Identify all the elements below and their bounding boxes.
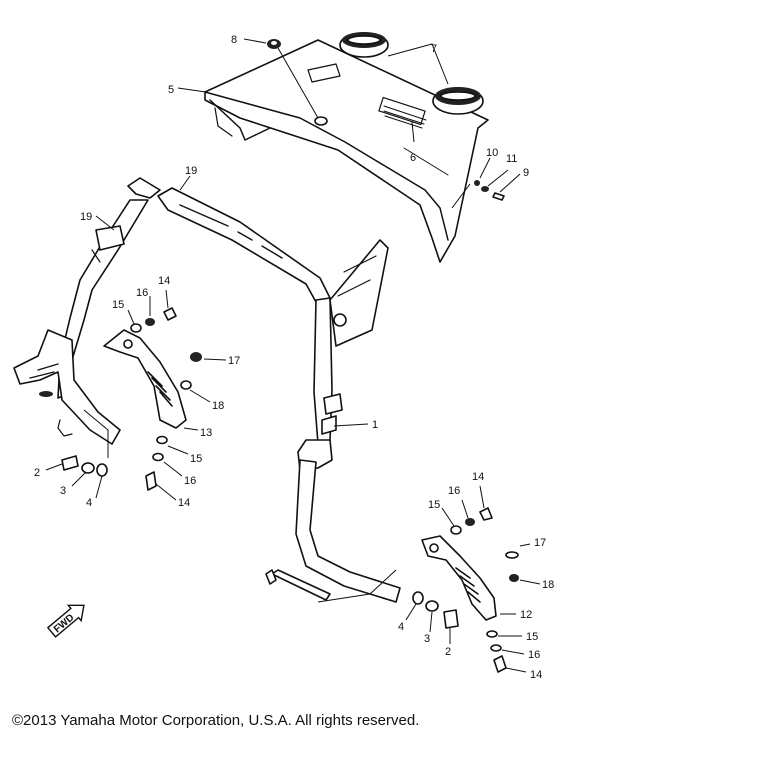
- callout-18-left: 18: [212, 400, 224, 412]
- callout-3-left: 3: [60, 485, 66, 497]
- callout-2-left: 2: [34, 467, 40, 479]
- callout-16-upper-right: 16: [448, 485, 460, 497]
- callout-12: 12: [520, 609, 532, 621]
- callout-5: 5: [168, 84, 174, 96]
- right-footrest-12: [421, 535, 497, 621]
- callout-2-right: 2: [445, 646, 451, 658]
- hardware-left-bottom: [61, 435, 168, 491]
- screw-set-9-10-11: [474, 180, 505, 201]
- callout-16-lower-right: 16: [528, 649, 540, 661]
- callout-numbers: 8 7 5 6 10 11 9 19 19 14 16 15 17 18 13 …: [34, 34, 554, 681]
- callout-14-lower-right: 14: [530, 669, 542, 681]
- callout-14-lower-left: 14: [178, 497, 190, 509]
- nut-8: [267, 39, 281, 49]
- callout-3-right: 3: [424, 633, 430, 645]
- callout-14-upper-left: 14: [158, 275, 170, 287]
- callout-15-upper-right: 15: [428, 499, 440, 511]
- callout-15-lower-right: 15: [526, 631, 538, 643]
- callout-4-left: 4: [86, 497, 92, 509]
- handlebar-frame: [13, 177, 401, 603]
- callout-1: 1: [372, 419, 378, 431]
- callout-4-right: 4: [398, 621, 404, 633]
- leader-lines: [45, 38, 541, 673]
- meter-right: [432, 87, 484, 115]
- callout-14-upper-right: 14: [472, 471, 484, 483]
- callout-10: 10: [486, 147, 498, 159]
- callout-16-upper-left: 16: [136, 287, 148, 299]
- copyright-notice: ©2013 Yamaha Motor Corporation, U.S.A. A…: [12, 712, 420, 729]
- callout-6: 6: [410, 152, 416, 164]
- callout-16-lower-left: 16: [184, 475, 196, 487]
- callout-17-left: 17: [228, 355, 240, 367]
- callout-7: 7: [431, 43, 437, 55]
- callout-19-left: 19: [80, 211, 92, 223]
- callout-17-right: 17: [534, 537, 546, 549]
- hardware-right: [412, 507, 519, 673]
- callout-15-lower-left: 15: [190, 453, 202, 465]
- callout-11: 11: [506, 153, 517, 165]
- left-footrest-13: [103, 329, 187, 429]
- fwd-arrow-icon: FWD: [46, 604, 85, 638]
- long-bolt: [265, 569, 331, 601]
- callout-8-top: 8: [231, 34, 237, 46]
- meter-left: [339, 32, 389, 58]
- hardware-left-top: [130, 307, 202, 390]
- callout-13: 13: [200, 427, 212, 439]
- callout-9: 9: [523, 167, 529, 179]
- indicator-strip: [378, 96, 427, 129]
- callout-19-top: 19: [185, 165, 197, 177]
- callout-18-right: 18: [542, 579, 554, 591]
- callout-15-upper-left: 15: [112, 299, 124, 311]
